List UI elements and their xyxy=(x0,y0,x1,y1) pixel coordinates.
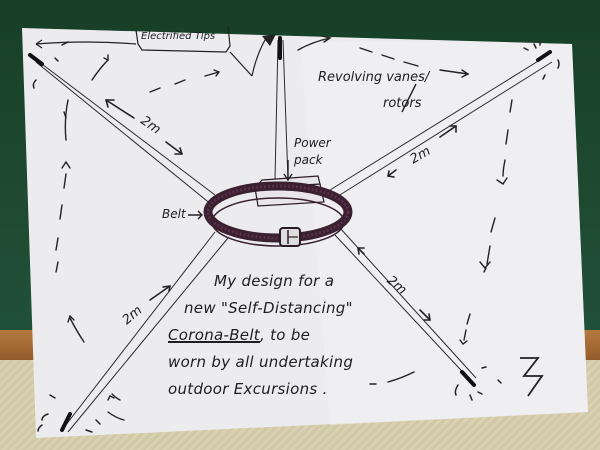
caption-line-4: worn by all undertaking xyxy=(168,353,354,371)
rod-bottom-right xyxy=(334,234,473,383)
label-power: Power xyxy=(294,136,331,150)
electrified-tip-bottom-right xyxy=(460,370,476,387)
corona-belt xyxy=(203,181,353,247)
rod-top-left xyxy=(29,54,216,196)
distance-arrows xyxy=(105,99,457,321)
label-revolving-vanes: Revolving vanes/ xyxy=(318,70,430,85)
rotation-arrows xyxy=(55,35,513,421)
electrified-tips-callout xyxy=(35,25,267,77)
design-caption: My design for a new "Self-Distancing" Co… xyxy=(168,268,408,403)
caption-line-5: outdoor Excursions . xyxy=(168,380,328,398)
lightning-icon xyxy=(520,357,544,397)
caption-line-3-rest: , to be xyxy=(259,326,311,344)
label-belt: Belt xyxy=(162,207,186,221)
electrified-tip-top-left xyxy=(28,53,44,66)
arrowhead-icon xyxy=(262,34,276,46)
spark-marks xyxy=(32,41,560,433)
label-electrified-tips: Electrified Tips xyxy=(141,31,216,42)
rod-bottom-left xyxy=(61,231,216,431)
label-pack: pack xyxy=(294,153,323,167)
rod-top-right xyxy=(329,54,549,191)
electrified-tip-top-right xyxy=(536,50,552,62)
label-rotors: rotors xyxy=(383,96,422,111)
caption-line-3: Corona-Belt, to be xyxy=(168,322,408,349)
belt-pointer-arrow xyxy=(188,210,203,220)
caption-line-1: My design for a xyxy=(214,272,335,290)
caption-line-2: new "Self-Distancing" xyxy=(184,299,353,317)
electrified-tip-bottom-left xyxy=(60,412,72,432)
product-name: Corona-Belt xyxy=(168,326,260,344)
rod-top-center xyxy=(274,39,279,181)
